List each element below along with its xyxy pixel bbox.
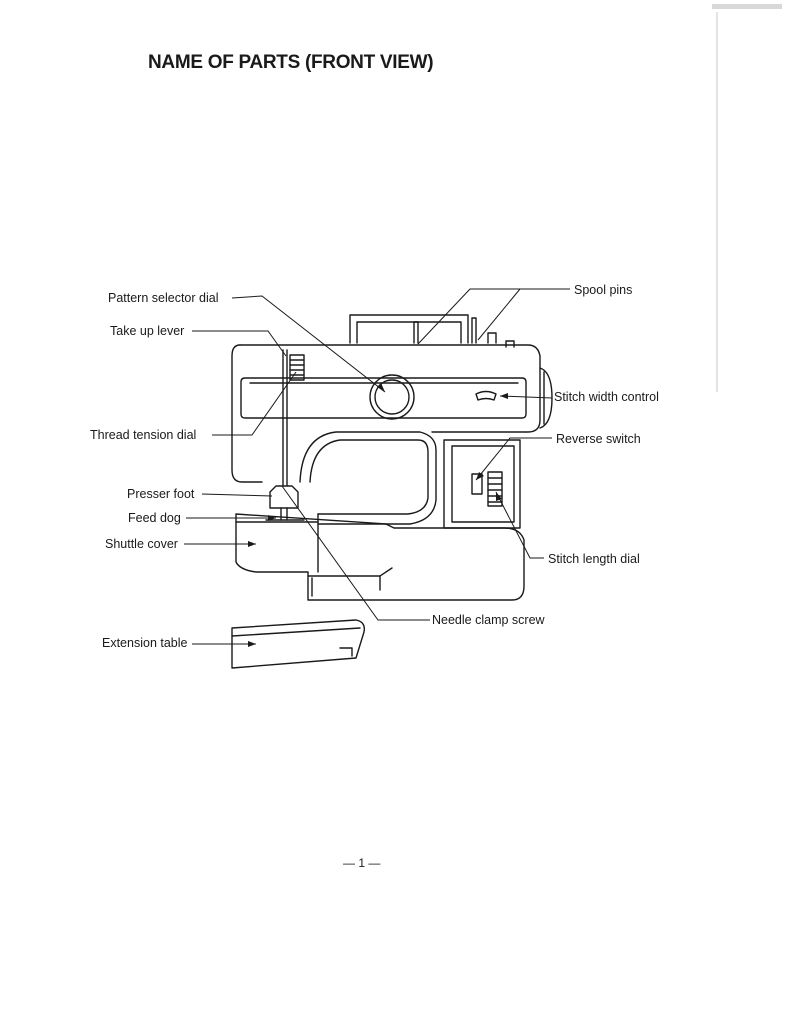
- machine-arm: [239, 344, 541, 433]
- scan-artifact: [712, 4, 782, 9]
- tension-dial-shape: [289, 354, 305, 381]
- page-title: NAME OF PARTS (FRONT VIEW): [148, 52, 434, 73]
- label-presser-foot: Presser foot: [127, 487, 195, 501]
- label-feed-dog: Feed dog: [128, 511, 181, 525]
- stitch-width-control-shape: [475, 390, 497, 401]
- leader-spool-pins-a: [417, 288, 570, 345]
- stitch-length-dial-shape: [487, 471, 503, 507]
- carry-handle: [349, 314, 469, 344]
- label-shuttle-cover: Shuttle cover: [105, 537, 178, 551]
- machine-base: [235, 513, 525, 601]
- spool-pin-right: [471, 317, 477, 344]
- right-column: [443, 439, 521, 529]
- label-needle-clamp-screw: Needle clamp screw: [432, 613, 545, 627]
- page-number: — 1 —: [343, 856, 381, 870]
- front-panel: [240, 377, 527, 419]
- label-reverse-switch: Reverse switch: [556, 432, 641, 446]
- leader-stitch-length: [495, 491, 544, 559]
- leader-spool-pins-b: [477, 288, 521, 341]
- label-spool-pins: Spool pins: [574, 283, 633, 297]
- leader-take-up-lever: [192, 330, 287, 357]
- arm-throat: [299, 431, 437, 525]
- label-take-up-lever: Take up lever: [110, 324, 185, 338]
- leader-thread-tension-dial: [212, 371, 297, 436]
- label-thread-tension-dial: Thread tension dial: [90, 428, 197, 442]
- pattern-selector-dial-shape: [369, 374, 415, 420]
- scan-artifact: [716, 12, 718, 392]
- extension-table-shape: [231, 619, 366, 669]
- leader-needle-clamp: [281, 485, 430, 621]
- label-stitch-length-dial: Stitch length dial: [548, 552, 640, 566]
- reverse-switch-shape: [471, 473, 483, 495]
- leader-stitch-width: [499, 395, 553, 399]
- spool-pin-left: [413, 321, 419, 344]
- leader-pattern-selector-dial: [231, 295, 386, 393]
- label-extension-table: Extension table: [102, 636, 188, 650]
- presser-foot-shape: [269, 485, 299, 509]
- leader-presser-foot: [201, 493, 273, 497]
- take-up-lever-slot: [282, 349, 288, 486]
- label-pattern-selector-dial: Pattern selector dial: [108, 291, 219, 305]
- leader-reverse-switch: [475, 437, 552, 481]
- label-stitch-width-control: Stitch width control: [554, 390, 659, 404]
